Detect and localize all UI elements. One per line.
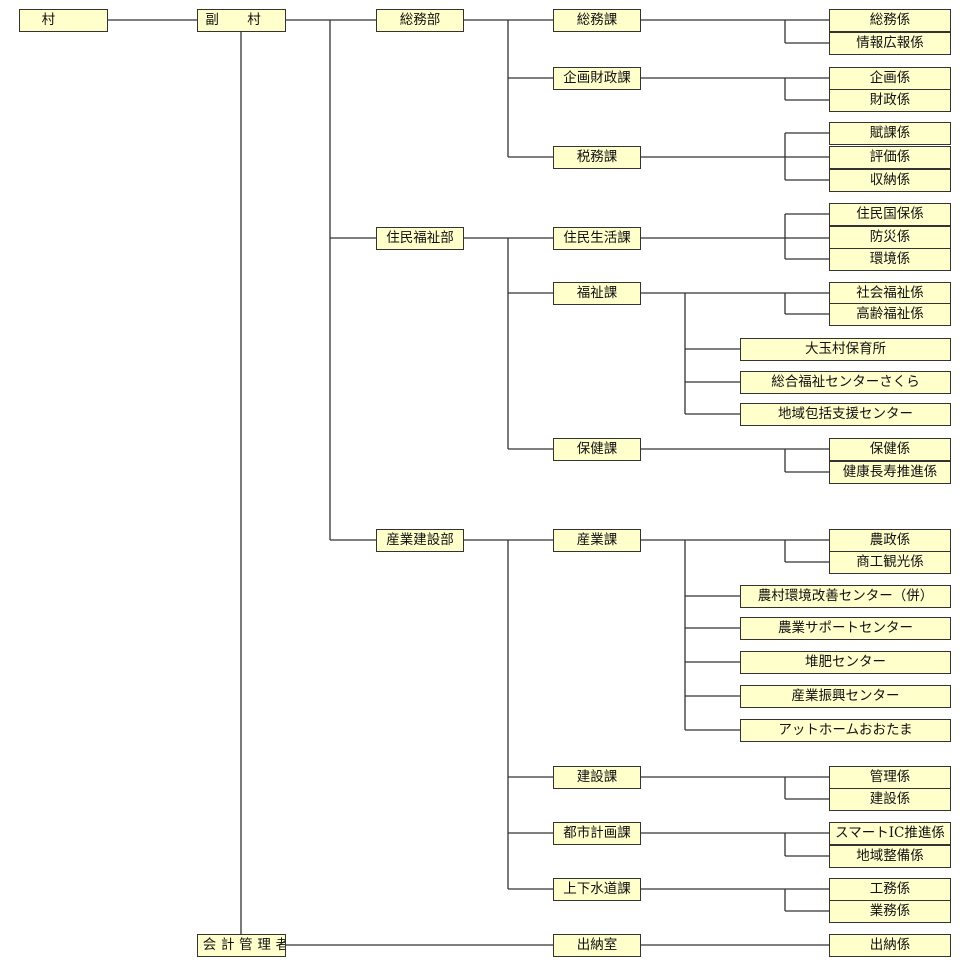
- box-facility: 地域包括支援センター: [740, 403, 951, 426]
- box-deputy-mayor: 副 村 長: [197, 9, 286, 32]
- box-facility: 農業サポートセンター: [740, 617, 951, 640]
- box-section: 企画財政課: [553, 67, 641, 90]
- box-section: 出納室: [553, 934, 641, 957]
- box-unit: 防災係: [829, 226, 951, 249]
- box-unit: 農政係: [829, 529, 951, 552]
- box-unit: 企画係: [829, 67, 951, 90]
- box-section: 総務課: [553, 9, 641, 32]
- box-facility: 産業振興センター: [740, 685, 951, 708]
- box-unit: 工務係: [829, 878, 951, 901]
- box-unit: 地域整備係: [829, 845, 951, 868]
- box-unit: 社会福祉係: [829, 282, 951, 305]
- box-section: 上下水道課: [553, 878, 641, 901]
- box-mayor: 村 長: [19, 9, 108, 32]
- box-dept-resident-welfare: 住民福祉部: [376, 227, 464, 250]
- box-facility: アットホームおおたま: [740, 719, 951, 742]
- box-section: 税務課: [553, 146, 641, 169]
- box-section: 住民生活課: [553, 227, 641, 250]
- box-unit: 環境係: [829, 248, 951, 271]
- box-accounting-manager: 会計管理者: [197, 934, 286, 957]
- box-section: 保健課: [553, 438, 641, 461]
- box-facility: 大玉村保育所: [740, 338, 951, 361]
- box-unit: 出納係: [829, 934, 951, 957]
- box-unit: 賦課係: [829, 122, 951, 145]
- box-unit: 健康長寿推進係: [829, 461, 951, 484]
- box-dept-industry-construction: 産業建設部: [376, 529, 464, 552]
- box-unit: 財政係: [829, 89, 951, 112]
- box-unit: 建設係: [829, 788, 951, 811]
- box-section: 建設課: [553, 766, 641, 789]
- box-unit: 収納係: [829, 169, 951, 192]
- box-unit: 評価係: [829, 146, 951, 169]
- box-unit: 商工観光係: [829, 551, 951, 574]
- box-unit: 管理係: [829, 766, 951, 789]
- box-dept-general-affairs: 総務部: [376, 9, 464, 32]
- box-facility: 農村環境改善センター（併）: [740, 585, 951, 608]
- box-section: 福祉課: [553, 282, 641, 305]
- box-unit: 業務係: [829, 900, 951, 923]
- box-unit: 高齢福祉係: [829, 303, 951, 326]
- box-facility: 総合福祉センターさくら: [740, 371, 951, 394]
- box-unit: 住民国保係: [829, 203, 951, 226]
- box-section: 産業課: [553, 529, 641, 552]
- box-facility: 堆肥センター: [740, 651, 951, 674]
- box-unit: 総務係: [829, 9, 951, 32]
- box-unit: 保健係: [829, 438, 951, 461]
- box-unit: 情報広報係: [829, 32, 951, 55]
- box-section: 都市計画課: [553, 822, 641, 845]
- box-unit: スマートIC推進係: [829, 822, 951, 845]
